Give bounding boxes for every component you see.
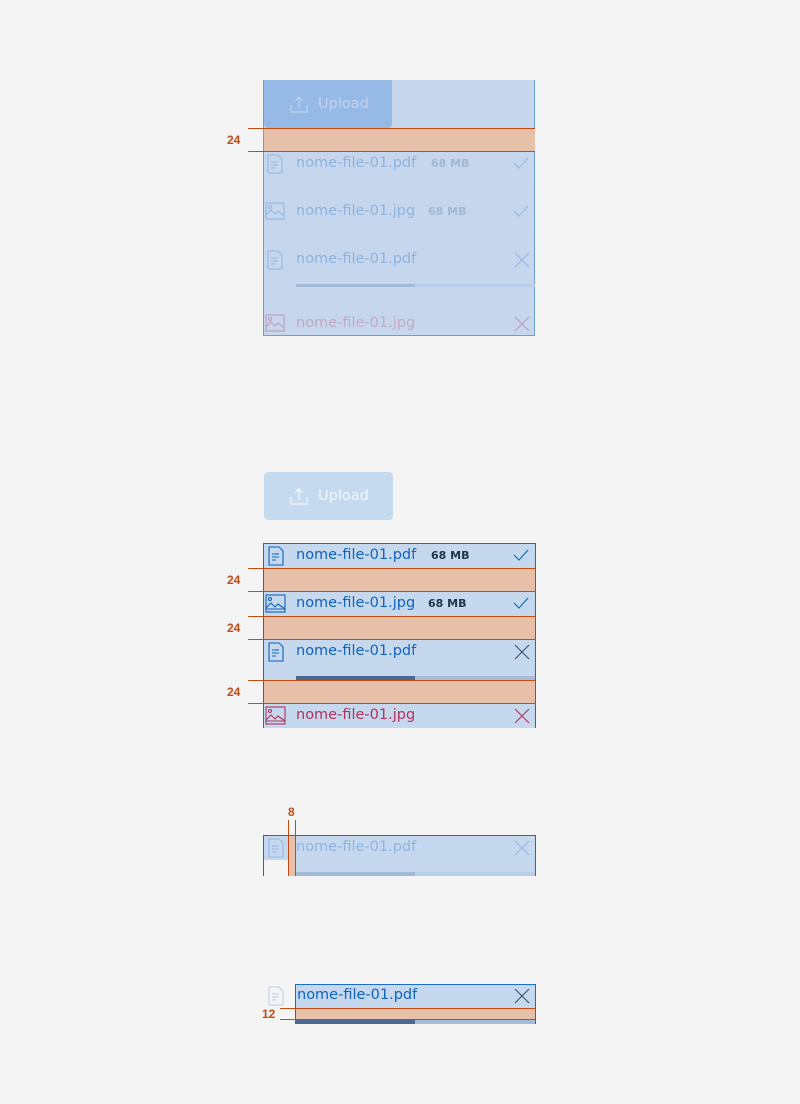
file-name: nome-file-01.pdf bbox=[296, 643, 417, 659]
close-icon[interactable] bbox=[514, 316, 530, 332]
close-icon[interactable] bbox=[514, 252, 530, 268]
progress-fill bbox=[296, 1020, 415, 1024]
progress-fill bbox=[296, 872, 415, 876]
file-name: nome-file-01.jpg bbox=[296, 203, 416, 219]
file-name: nome-file-01.pdf bbox=[296, 155, 417, 171]
image-icon bbox=[265, 706, 286, 725]
check-icon bbox=[513, 205, 529, 217]
upload-button[interactable]: Upload bbox=[264, 80, 392, 128]
document-icon bbox=[268, 986, 284, 1006]
spacing-label: 24 bbox=[227, 685, 241, 699]
spacing-label: 24 bbox=[227, 133, 241, 147]
spacing-label: 24 bbox=[227, 573, 241, 587]
spacing-label: 8 bbox=[288, 805, 295, 819]
spacing-band bbox=[288, 836, 295, 876]
file-name: nome-file-01.jpg bbox=[296, 707, 416, 723]
progress-fill bbox=[296, 676, 415, 680]
progress-track bbox=[296, 284, 535, 287]
file-name: nome-file-01.jpg bbox=[296, 315, 416, 331]
progress-track bbox=[296, 1020, 535, 1024]
file-size: 68 MB bbox=[428, 597, 467, 610]
file-size: 68 MB bbox=[431, 157, 470, 170]
check-icon bbox=[513, 549, 529, 561]
progress-track bbox=[296, 872, 535, 876]
close-icon[interactable] bbox=[514, 988, 530, 1004]
close-icon[interactable] bbox=[514, 840, 530, 856]
file-list-overlay bbox=[263, 80, 535, 336]
spacing-band bbox=[264, 128, 535, 152]
close-icon[interactable] bbox=[514, 708, 530, 724]
progress-track bbox=[296, 676, 535, 680]
image-icon bbox=[265, 314, 285, 332]
upload-button[interactable]: Upload bbox=[264, 472, 393, 520]
close-icon[interactable] bbox=[514, 644, 530, 660]
file-row-overlay bbox=[263, 835, 536, 876]
spacing-label: 12 bbox=[262, 1007, 276, 1021]
file-size: 68 MB bbox=[428, 205, 467, 218]
file-name: nome-file-01.pdf bbox=[296, 251, 417, 267]
document-icon bbox=[268, 546, 284, 566]
file-size: 68 MB bbox=[431, 549, 470, 562]
upload-icon bbox=[290, 96, 308, 113]
file-name: nome-file-01.jpg bbox=[296, 595, 416, 611]
file-name: nome-file-01.pdf bbox=[296, 547, 417, 563]
image-icon bbox=[265, 202, 285, 220]
file-name: nome-file-01.pdf bbox=[297, 987, 418, 1003]
spacing-band bbox=[296, 1008, 535, 1019]
spacing-label: 24 bbox=[227, 621, 241, 635]
document-icon bbox=[267, 250, 283, 270]
upload-icon bbox=[290, 488, 308, 505]
document-icon bbox=[268, 642, 284, 662]
image-icon bbox=[265, 594, 286, 613]
upload-label: Upload bbox=[318, 96, 369, 112]
spacing-band bbox=[264, 680, 535, 703]
spacing-band bbox=[264, 616, 535, 639]
spacing-band bbox=[264, 568, 535, 591]
file-name: nome-file-01.pdf bbox=[296, 839, 417, 855]
upload-label: Upload bbox=[318, 488, 369, 504]
progress-fill bbox=[296, 284, 415, 287]
check-icon bbox=[513, 157, 529, 169]
check-icon bbox=[513, 597, 529, 609]
document-icon bbox=[267, 154, 283, 174]
document-icon bbox=[268, 838, 284, 858]
